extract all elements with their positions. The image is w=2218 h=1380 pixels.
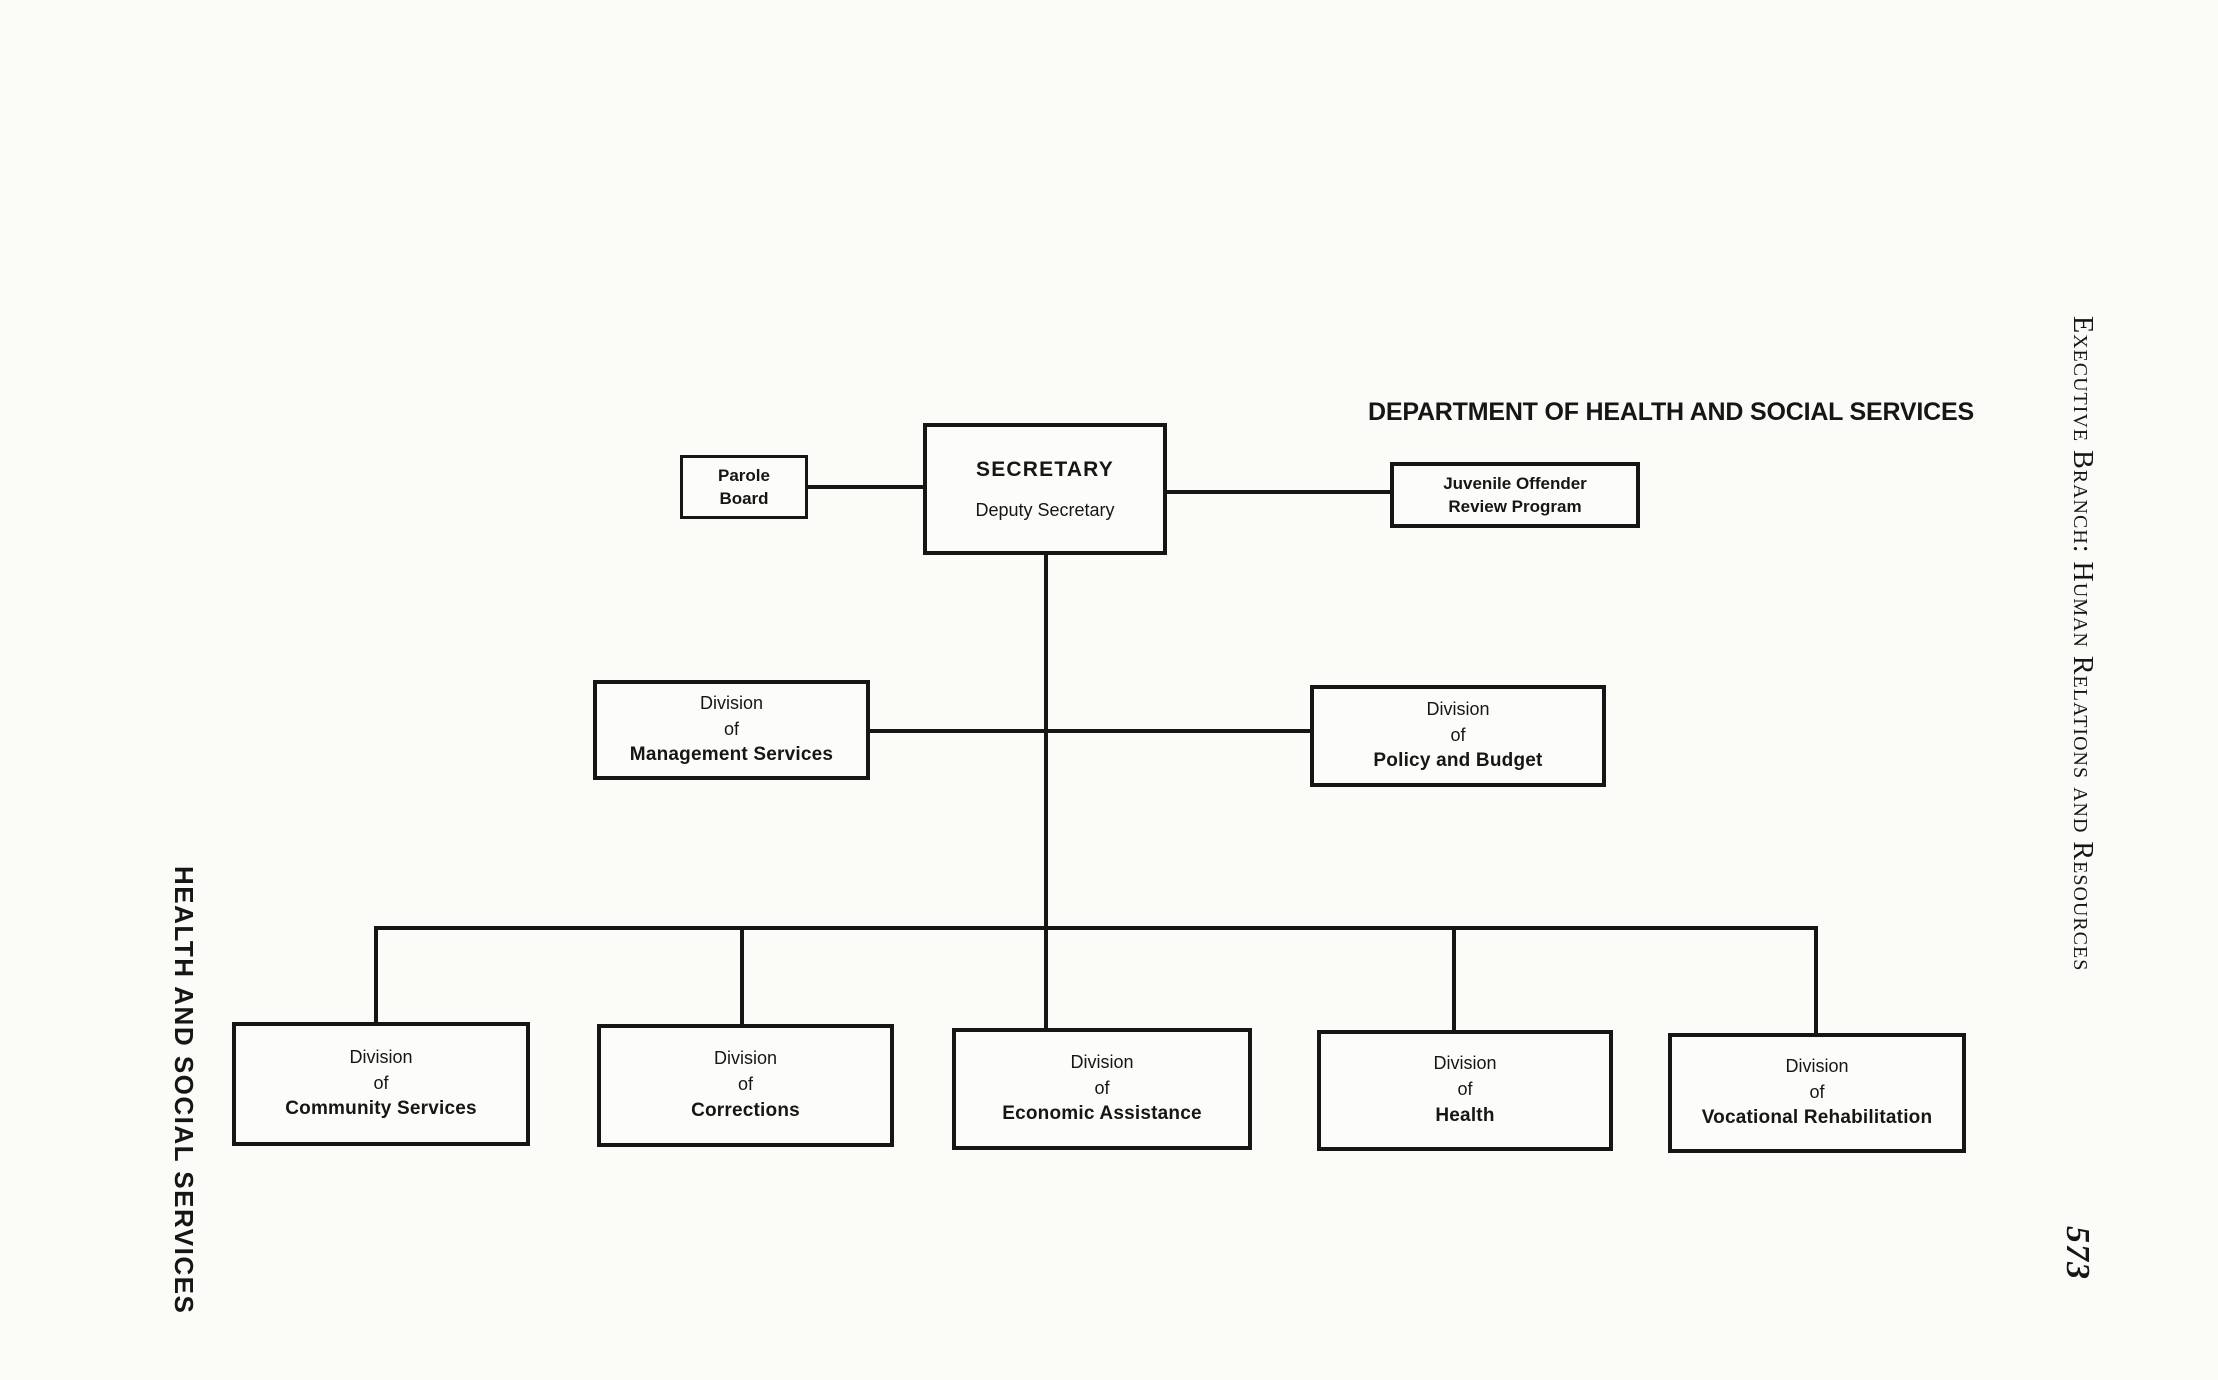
division-name: Health — [1435, 1104, 1495, 1126]
box-line: of — [373, 1072, 389, 1093]
box-line: Division — [1785, 1055, 1849, 1076]
box-line: Division — [699, 692, 764, 713]
connector-management-policy — [868, 729, 1312, 733]
box-line: Review Program — [1448, 497, 1582, 516]
division-name: Management Services — [629, 744, 834, 766]
division-health-box: Division of Health — [1317, 1030, 1613, 1151]
division-policy-budget-box: Division of Policy and Budget — [1310, 685, 1606, 787]
connector-drop-health — [1452, 926, 1456, 1034]
division-name: Vocational Rehabilitation — [1701, 1107, 1933, 1129]
parole-board-box: Parole Board — [680, 455, 808, 519]
division-name: Corrections — [691, 1099, 800, 1121]
box-line: Juvenile Offender — [1443, 473, 1587, 493]
page-number: 573 — [2059, 1226, 2096, 1280]
left-margin-label: HEALTH AND SOCIAL SERVICES — [169, 866, 199, 1315]
division-community-services-box: Division of Community Services — [232, 1022, 530, 1146]
division-economic-assistance-box: Division of Economic Assistance — [952, 1028, 1252, 1150]
connector-secretary-down — [1044, 553, 1048, 1030]
division-vocational-rehabilitation-box: Division of Vocational Rehabilitation — [1668, 1033, 1966, 1153]
division-name: Community Services — [285, 1098, 477, 1120]
division-name: Policy and Budget — [1373, 750, 1543, 772]
connector-secretary-juvenile — [1165, 490, 1392, 494]
box-line: Division — [713, 1048, 778, 1069]
box-line: of — [1094, 1077, 1110, 1098]
box-line: of — [723, 718, 739, 739]
connector-bus — [374, 926, 1818, 930]
box-line: of — [737, 1074, 753, 1095]
box-line: of — [1809, 1081, 1825, 1102]
secretary-title: SECRETARY — [976, 457, 1114, 481]
secretary-box: SECRETARY Deputy Secretary — [923, 423, 1167, 555]
box-line: of — [1457, 1079, 1473, 1100]
box-line: Board — [719, 489, 769, 508]
box-line: Division — [349, 1046, 413, 1067]
box-line: Division — [1433, 1053, 1497, 1074]
juvenile-offender-box: Juvenile Offender Review Program — [1390, 462, 1640, 528]
right-margin-label: Executive Branch: Human Relations and Re… — [2067, 316, 2098, 972]
division-management-services-box: Division of Management Services — [593, 680, 870, 780]
box-line: Division — [1426, 698, 1490, 719]
division-name: Economic Assistance — [1002, 1103, 1202, 1125]
connector-drop-vocational-rehabilitation — [1814, 926, 1818, 1037]
division-corrections-box: Division of Corrections — [597, 1024, 894, 1147]
deputy-secretary-label: Deputy Secretary — [975, 499, 1115, 520]
box-line: of — [1450, 724, 1466, 745]
connector-drop-community-services — [374, 926, 378, 1026]
connector-parole-secretary — [806, 485, 925, 489]
page-title: DEPARTMENT OF HEALTH AND SOCIAL SERVICES — [1368, 398, 1974, 426]
connector-drop-corrections — [740, 926, 744, 1028]
box-line: Parole — [718, 465, 770, 485]
box-line: Division — [1070, 1051, 1134, 1072]
